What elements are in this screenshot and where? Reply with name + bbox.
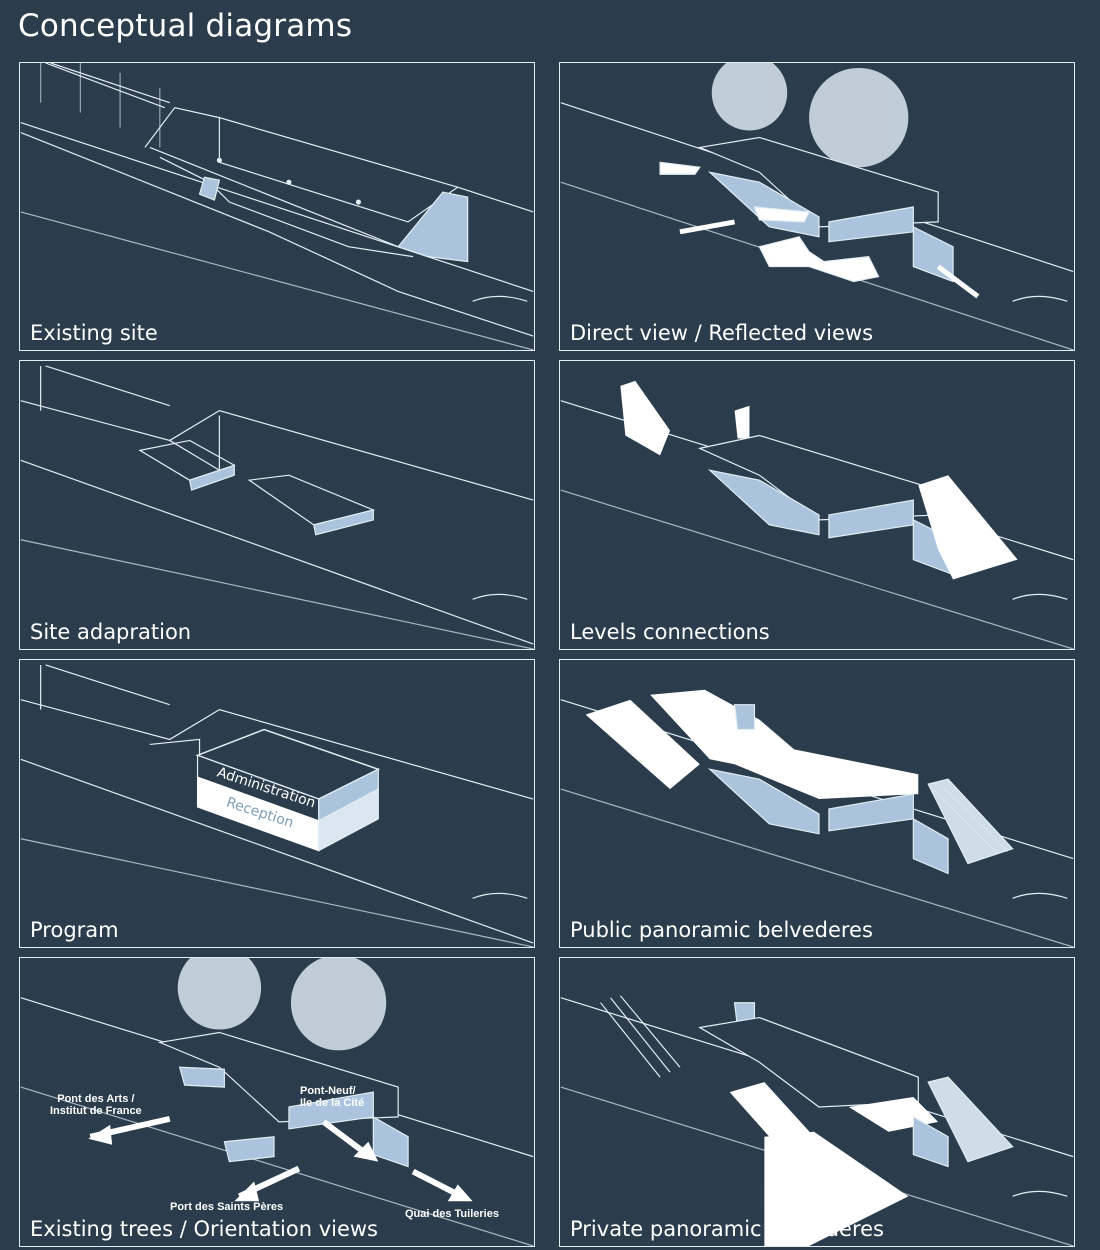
label-pont-des-arts: Pont des Arts / Institut de France — [50, 1093, 142, 1117]
panel-caption: Public panoramic belvederes — [570, 918, 873, 942]
program-drawing — [20, 664, 534, 947]
panel-caption: Direct view / Reflected views — [570, 321, 874, 345]
private-belvederes-drawing — [560, 995, 1074, 1246]
page-title: Conceptual diagrams — [18, 8, 353, 44]
label-port-saints-peres: Port des Saints Pères — [170, 1201, 284, 1213]
panel-caption: Site adapration — [30, 620, 192, 644]
panel-public-belvederes: Public panoramic belvederes — [559, 659, 1075, 948]
panel-existing-site: Existing site — [19, 62, 535, 351]
levels-connections-drawing — [560, 380, 1074, 649]
site-adaptation-drawing — [20, 365, 534, 649]
label-pont-neuf: Pont-Neuf/ Ile de la Cité — [300, 1085, 365, 1109]
direct-view-drawing — [560, 63, 1074, 350]
panel-direct-view: Direct view / Reflected views — [559, 62, 1075, 351]
panel-caption: Private panoramic belvederes — [570, 1217, 884, 1241]
panel-private-belvederes: Private panoramic belvederes — [559, 957, 1075, 1247]
panel-caption: Program — [30, 918, 119, 942]
panel-caption: Existing site — [30, 321, 158, 345]
panel-site-adaptation: Site adapration — [19, 360, 535, 650]
public-belvederes-drawing — [560, 689, 1074, 947]
panel-program: Administration Reception Program — [19, 659, 535, 948]
existing-site-drawing — [20, 63, 534, 350]
panel-existing-trees: Pont des Arts / Institut de France Pont-… — [19, 957, 535, 1247]
panel-caption: Existing trees / Orientation views — [30, 1217, 378, 1241]
tree-icon — [711, 63, 909, 168]
label-quai-tuileries: Quai des Tuileries — [405, 1208, 499, 1220]
panel-levels-connections: Levels connections — [559, 360, 1075, 650]
tree-icon — [177, 958, 387, 1051]
existing-trees-drawing — [20, 958, 534, 1246]
panel-caption: Levels connections — [570, 620, 770, 644]
